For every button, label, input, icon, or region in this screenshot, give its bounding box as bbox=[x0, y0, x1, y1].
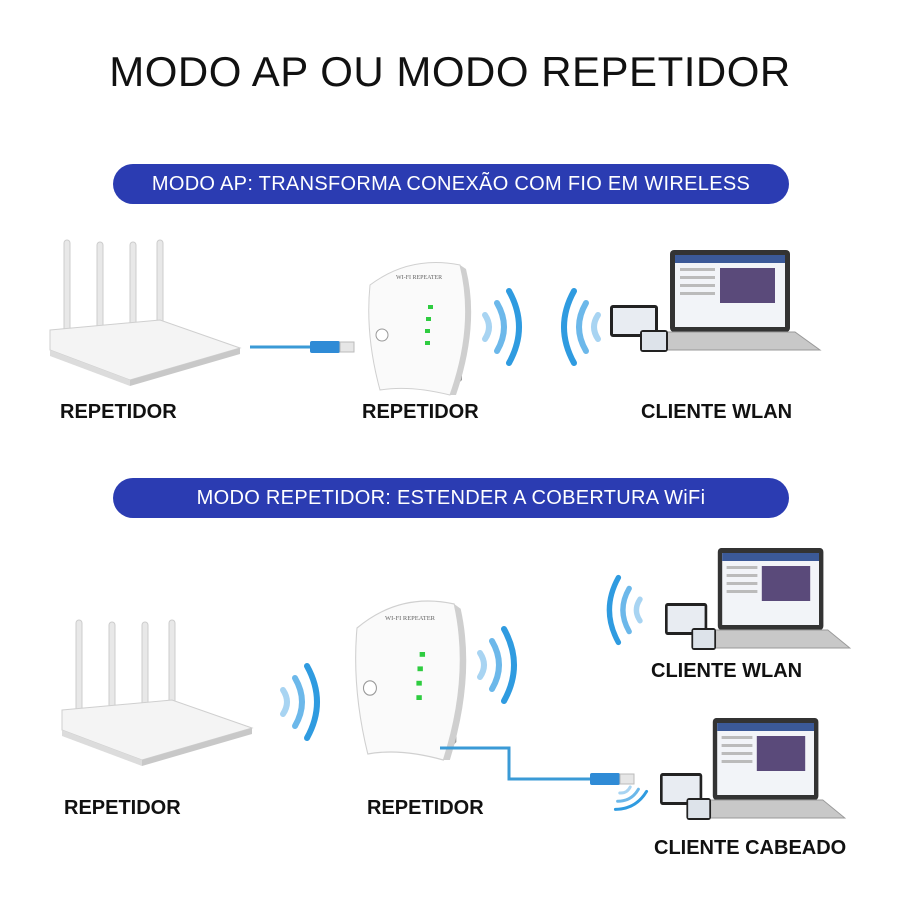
label-router: REPETIDOR bbox=[60, 401, 177, 423]
router-icon bbox=[49, 239, 241, 387]
laptop-client-icon bbox=[664, 547, 851, 651]
label-router: REPETIDOR bbox=[64, 797, 181, 819]
repeater-icon bbox=[368, 262, 472, 396]
wifi-waves-icon bbox=[564, 291, 598, 363]
banner-ap-mode: MODO AP: TRANSFORMA CONEXÃO COM FIO EM W… bbox=[113, 164, 789, 204]
laptop-client-icon bbox=[659, 717, 846, 821]
label-repeater: REPETIDOR bbox=[367, 797, 484, 819]
wifi-waves-icon bbox=[485, 291, 519, 363]
ethernet-plug-icon bbox=[309, 340, 355, 354]
repeater-device-text: WI-FI REPEATER bbox=[385, 615, 436, 622]
wifi-waves-icon bbox=[609, 578, 640, 643]
laptop-client-icon bbox=[609, 249, 821, 353]
ethernet-cable bbox=[440, 746, 592, 781]
label-wired-client: CLIENTE CABEADO bbox=[654, 837, 847, 859]
banner-repeater-mode: MODO REPETIDOR: ESTENDER A COBERTURA WiF… bbox=[113, 478, 789, 518]
label-repeater: REPETIDOR bbox=[362, 401, 479, 423]
repeater-device-text: WI-FI REPEATER bbox=[396, 275, 442, 281]
router-icon bbox=[61, 619, 253, 767]
repeater-icon bbox=[355, 600, 467, 761]
wifi-waves-icon bbox=[283, 666, 317, 738]
page-title: MODO AP OU MODO REPETIDOR bbox=[109, 48, 791, 95]
label-wlan-client: CLIENTE WLAN bbox=[651, 660, 803, 682]
ethernet-plug-icon bbox=[589, 772, 635, 786]
wifi-waves-icon bbox=[480, 629, 514, 701]
wifi-waves-icon bbox=[607, 779, 651, 816]
label-wlan-client: CLIENTE WLAN bbox=[641, 401, 793, 423]
